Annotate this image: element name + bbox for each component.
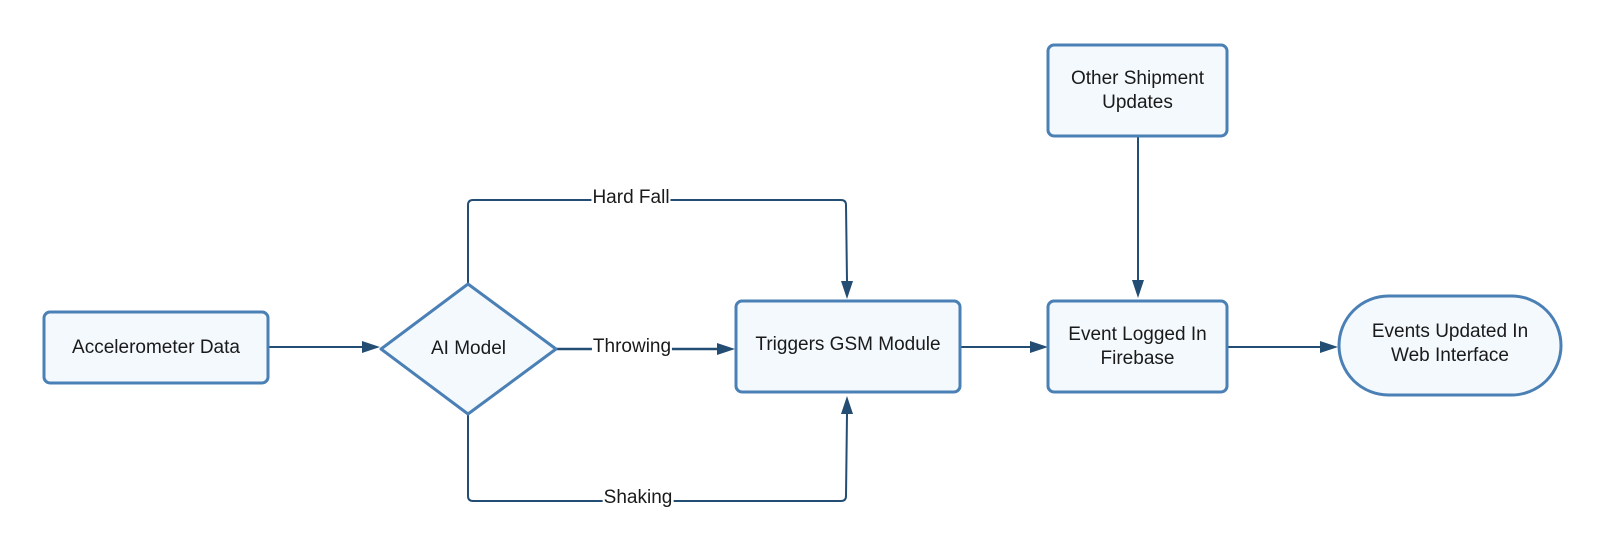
- arrowhead-shaking: [841, 396, 853, 414]
- edge-label-hard-fall: Hard Fall: [591, 187, 671, 209]
- node-web-interface-shape: [1337, 294, 1563, 397]
- edge-hard-fall: [467, 199, 848, 283]
- node-firebase-shape: [1046, 299, 1229, 394]
- arrowhead-firebase-left: [1030, 341, 1048, 353]
- node-accelerometer-data-shape: [42, 310, 270, 385]
- edge-label-shaking: Shaking: [602, 487, 674, 509]
- node-ai-model-shape: [379, 282, 558, 416]
- arrowhead-web-interface: [1320, 341, 1338, 353]
- arrowhead-hard-fall: [841, 281, 853, 299]
- nodes: [42, 43, 1563, 416]
- arrowhead-throwing: [717, 343, 735, 355]
- node-other-updates-shape: [1046, 43, 1229, 138]
- arrowhead-firebase-top: [1132, 280, 1144, 298]
- edge-label-throwing: Throwing: [591, 336, 673, 358]
- arrowhead-ai-model: [362, 341, 380, 353]
- node-gsm-shape: [734, 299, 962, 394]
